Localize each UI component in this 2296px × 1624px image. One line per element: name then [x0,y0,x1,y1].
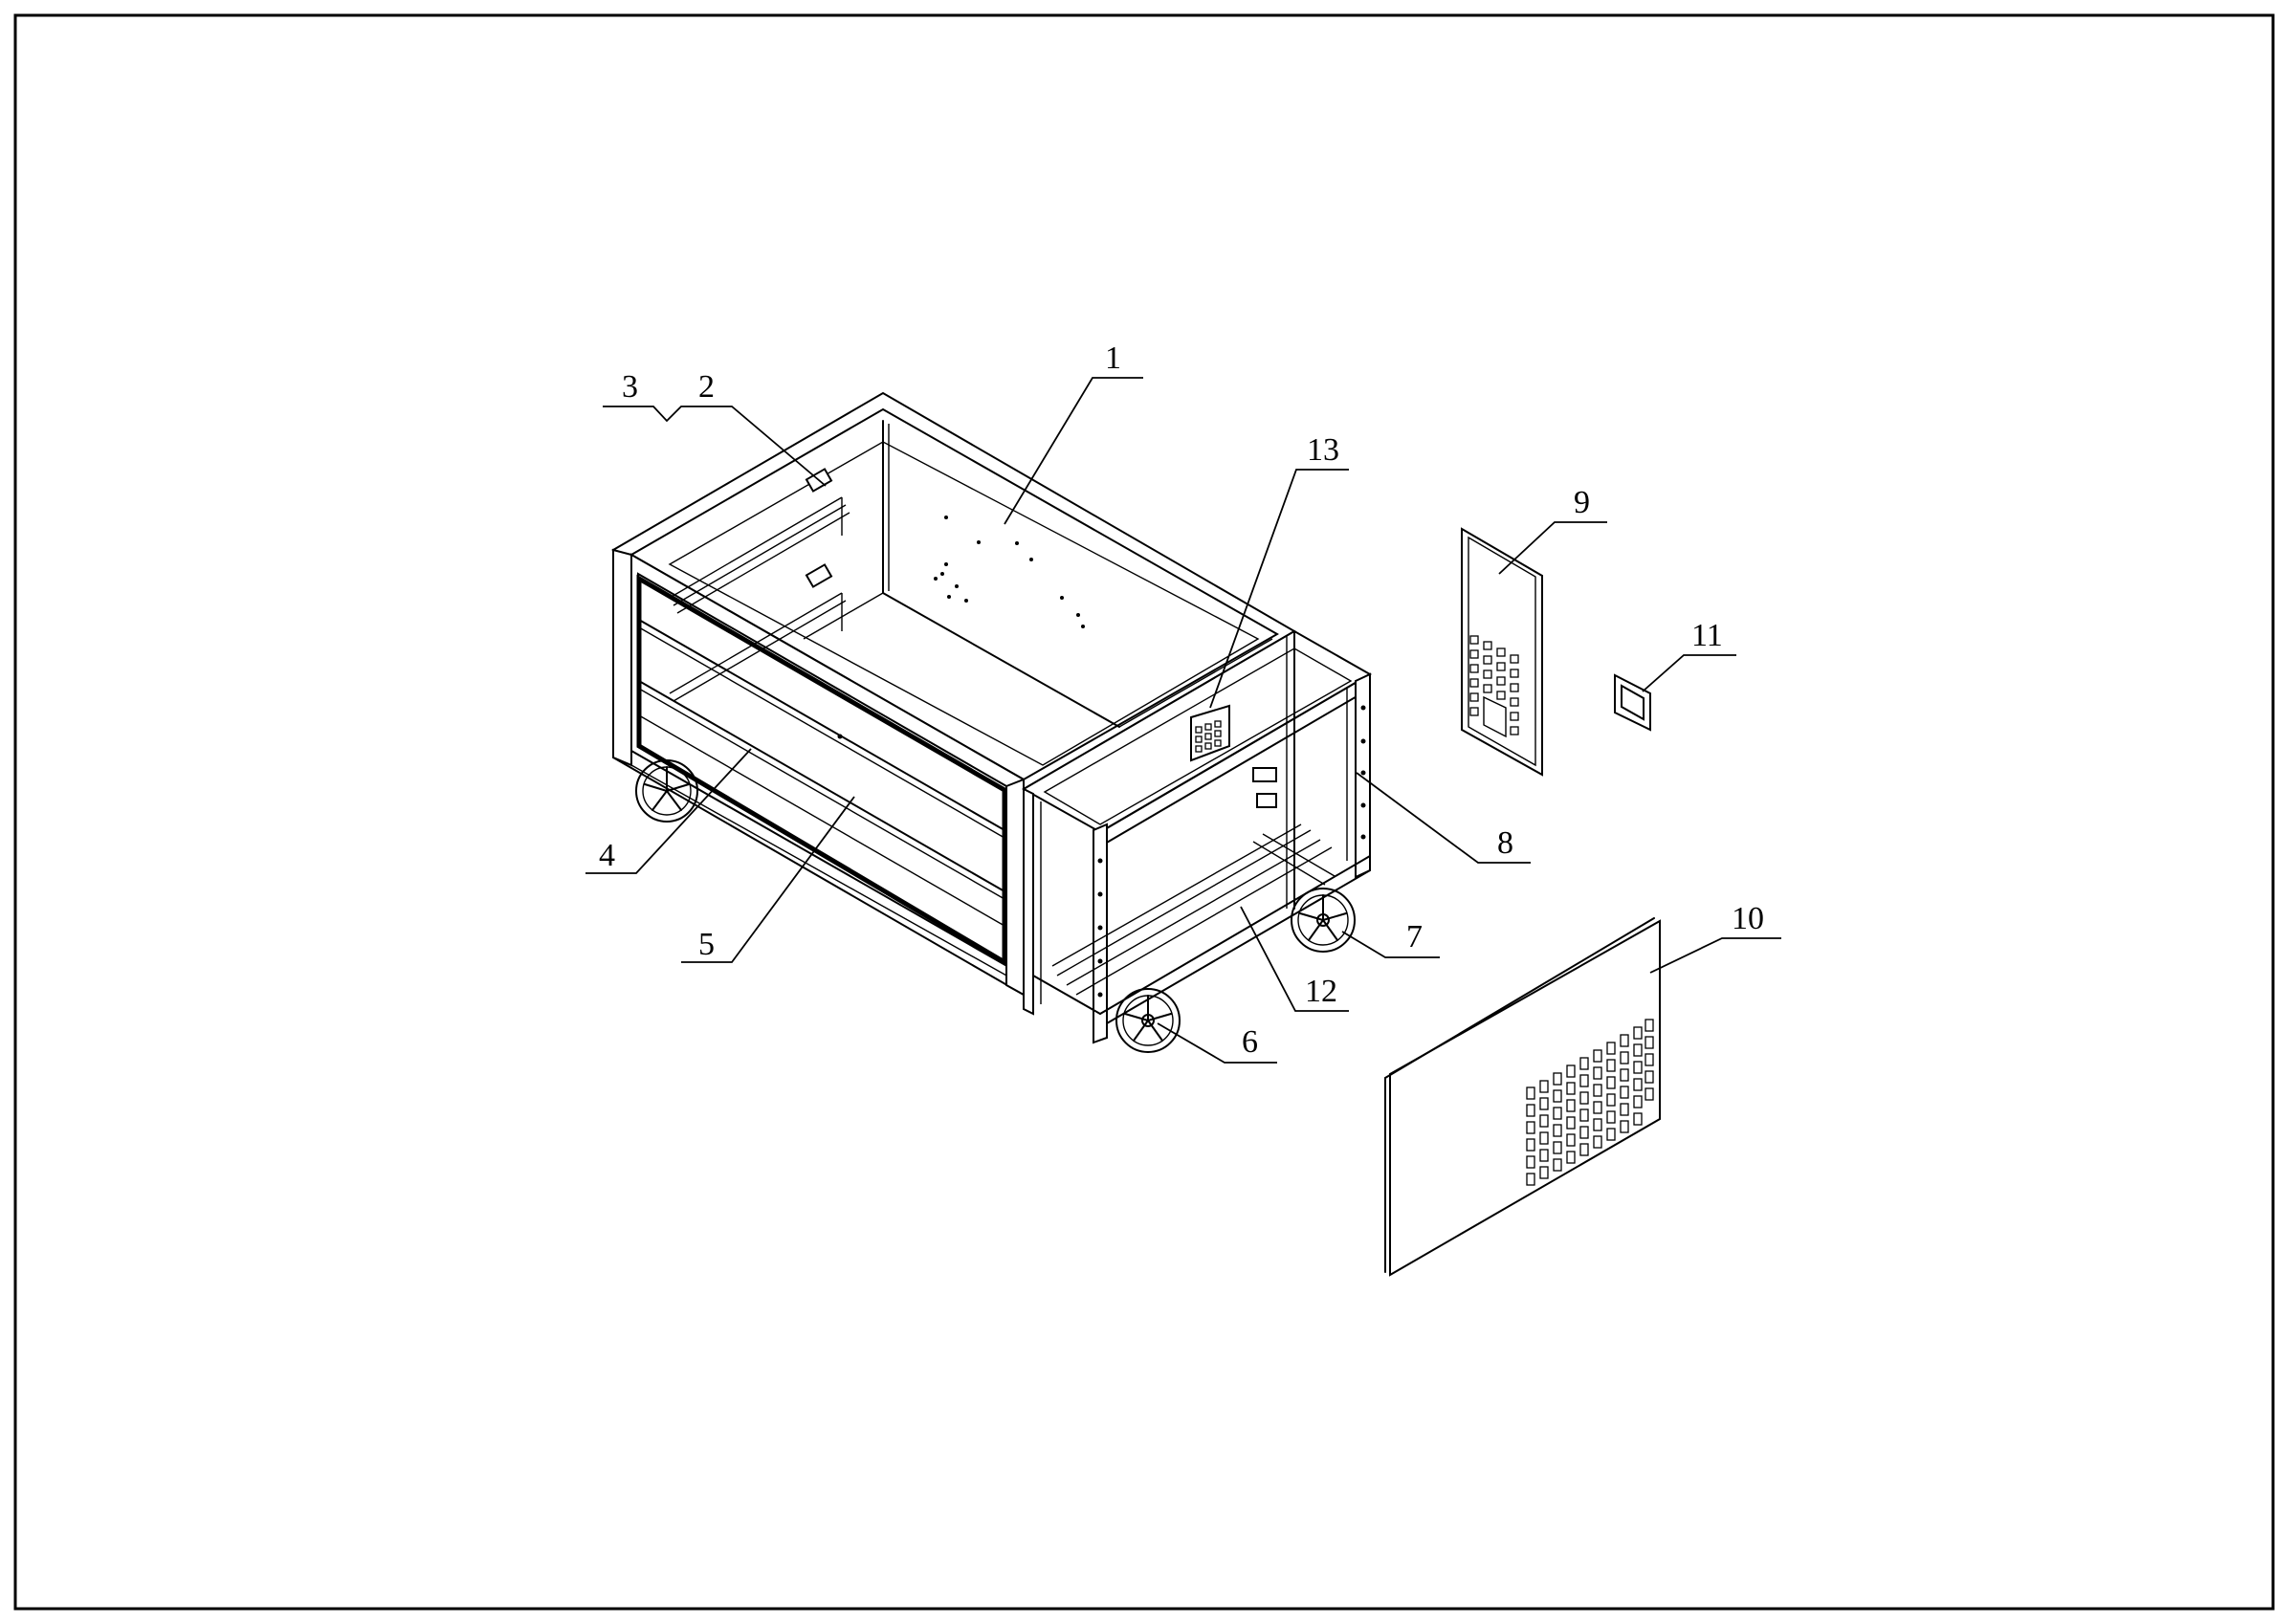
rear-caster-wheel [1291,888,1356,953]
svg-text:1: 1 [1105,340,1121,376]
callout-9: 9 [1498,485,1607,575]
socket-icon [1252,767,1277,782]
callout-4: 4 [585,748,752,874]
svg-text:8: 8 [1497,825,1513,861]
fastener-holes [837,516,1085,739]
svg-text:12: 12 [1305,974,1337,1009]
main-cabinet [611,391,1296,997]
callout-6: 6 [1157,1022,1277,1064]
svg-text:6: 6 [1242,1024,1258,1060]
svg-text:13: 13 [1307,432,1339,468]
callout-10: 10 [1649,901,1781,974]
front-caster-wheel [1115,988,1181,1053]
bottom-rails [1051,823,1336,996]
vent-grille-module [1190,704,1230,762]
vent-grid [1526,1019,1654,1186]
callout-13: 13 [1209,432,1349,709]
svg-text:5: 5 [698,927,715,962]
equipment-bay-frame [1021,629,1372,1053]
svg-text:9: 9 [1574,485,1590,520]
svg-text:3: 3 [622,369,638,405]
svg-text:11: 11 [1691,618,1723,653]
svg-text:2: 2 [698,369,715,405]
callout-7: 7 [1341,919,1440,958]
callout-1: 1 [1004,340,1143,525]
drawing-border [13,13,2275,1611]
callout-12: 12 [1240,906,1349,1012]
svg-text:10: 10 [1732,901,1764,936]
square-trim-frame [1614,673,1651,732]
socket-icon [1256,793,1277,808]
callout-8: 8 [1356,772,1531,864]
callout-11: 11 [1642,618,1736,692]
side-cover-panel [1384,917,1661,1277]
svg-text:4: 4 [599,838,615,873]
svg-text:7: 7 [1406,919,1423,955]
side-access-panel [1461,527,1543,777]
callout-5: 5 [681,796,855,963]
bay-holes [1097,705,1366,998]
left-rear-wheel [635,759,698,823]
callout-2: 2 [603,369,827,487]
callout-3: 3 [622,369,638,405]
